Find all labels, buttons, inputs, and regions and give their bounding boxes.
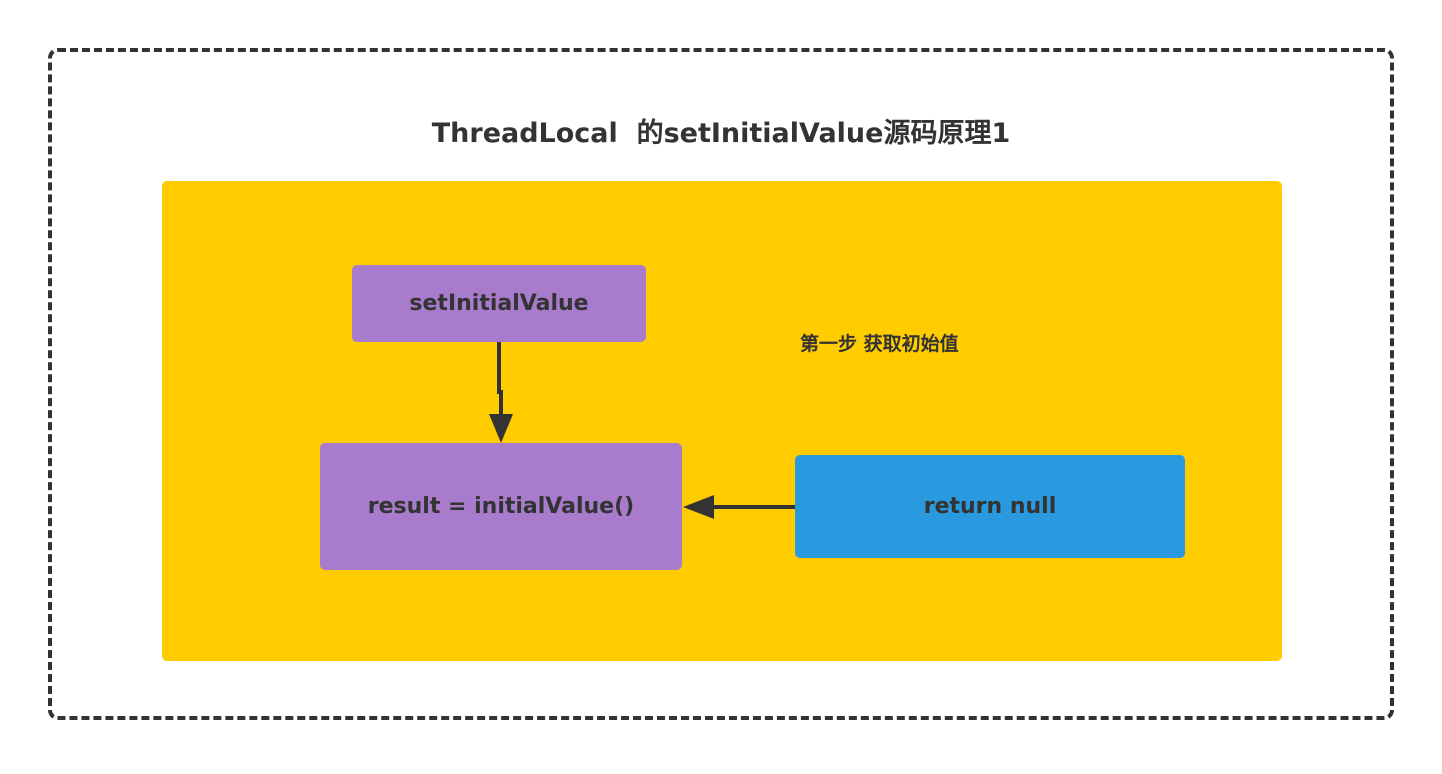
result-initial-value-node: result = initialValue() (320, 443, 682, 570)
set-initial-value-label: setInitialValue (409, 291, 589, 316)
step-label: 第一步 获取初始值 (800, 333, 959, 355)
diagram-title: ThreadLocal 的setInitialValue源码原理1 (431, 118, 1011, 149)
outer-dashed-frame (48, 48, 1394, 720)
result-initial-value-label: result = initialValue() (367, 494, 635, 519)
set-initial-value-node: setInitialValue (352, 265, 646, 342)
return-null-label: return null (923, 494, 1057, 519)
step-panel (162, 181, 1282, 661)
return-null-node: return null (795, 455, 1185, 558)
